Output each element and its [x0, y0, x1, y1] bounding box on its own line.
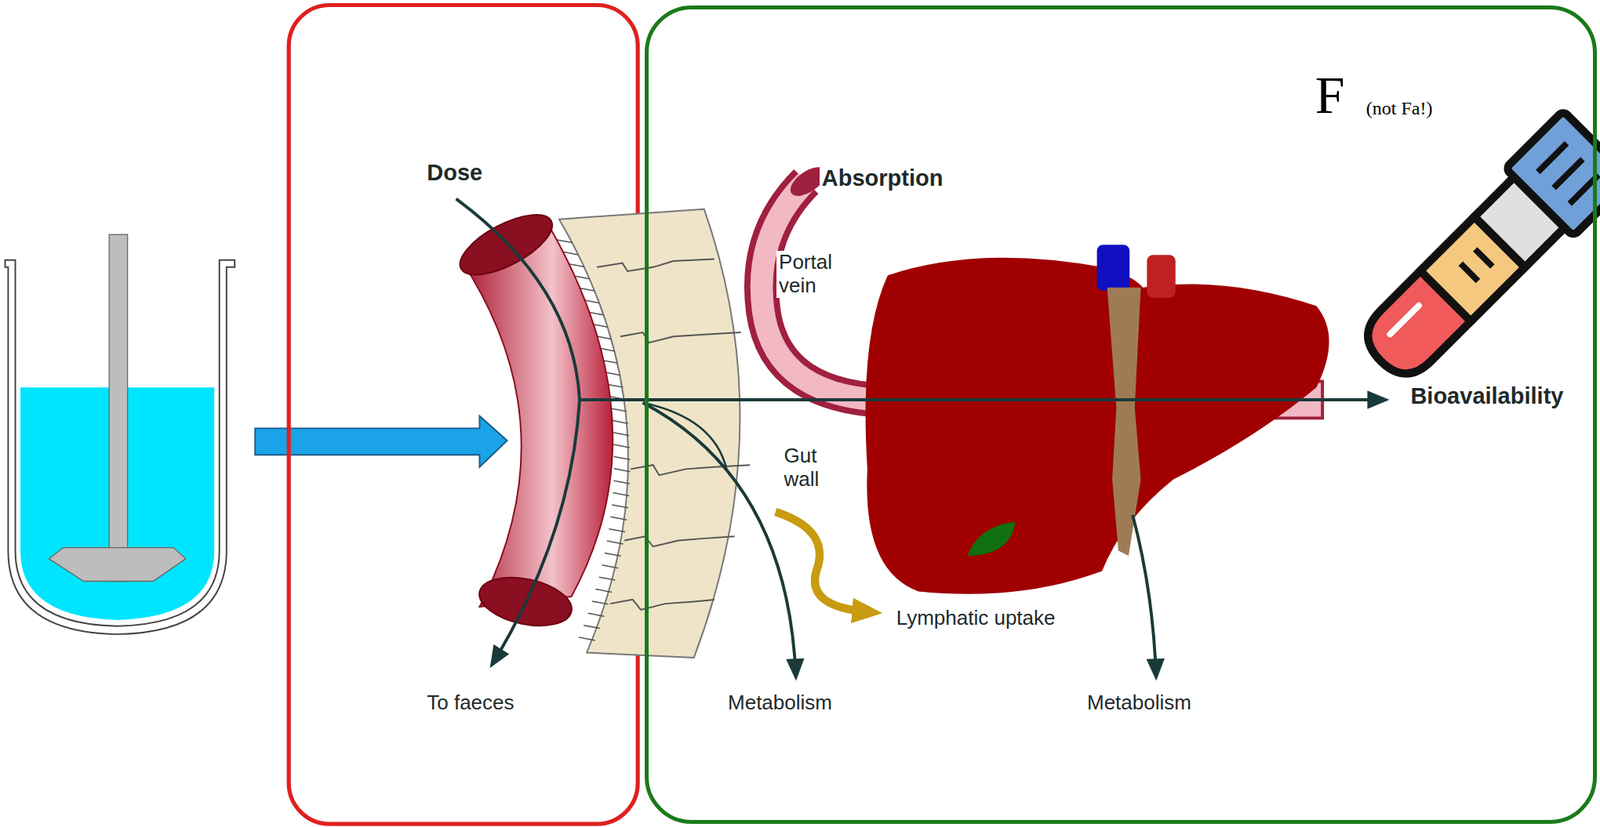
pathway-label: Absorption: [819, 165, 946, 192]
part-name: Gut wall: [781, 444, 844, 492]
dissolution-region: [288, 5, 638, 826]
pathway-label: Metabolism: [725, 691, 835, 716]
flow-lines: [456, 199, 1386, 678]
blood-sample-tube: [1346, 110, 1600, 395]
pathway-label: Metabolism: [1084, 691, 1194, 716]
region-symbol: F: [1315, 68, 1346, 122]
intestine-tube: [451, 203, 614, 634]
pathway-label: Lymphatic uptake: [894, 607, 1059, 631]
liver: [865, 244, 1330, 595]
part-name: Portal vein: [776, 250, 852, 299]
dissolution-beaker: [5, 234, 236, 635]
lymph-arrow: [775, 512, 868, 612]
pathway-label: To faeces: [424, 691, 517, 716]
transfer-arrow: [254, 416, 507, 468]
outcome-label: Bioavailability: [1407, 383, 1566, 410]
pathway-label: Dose: [424, 160, 485, 186]
region-note: (not Fa!): [1366, 98, 1433, 118]
